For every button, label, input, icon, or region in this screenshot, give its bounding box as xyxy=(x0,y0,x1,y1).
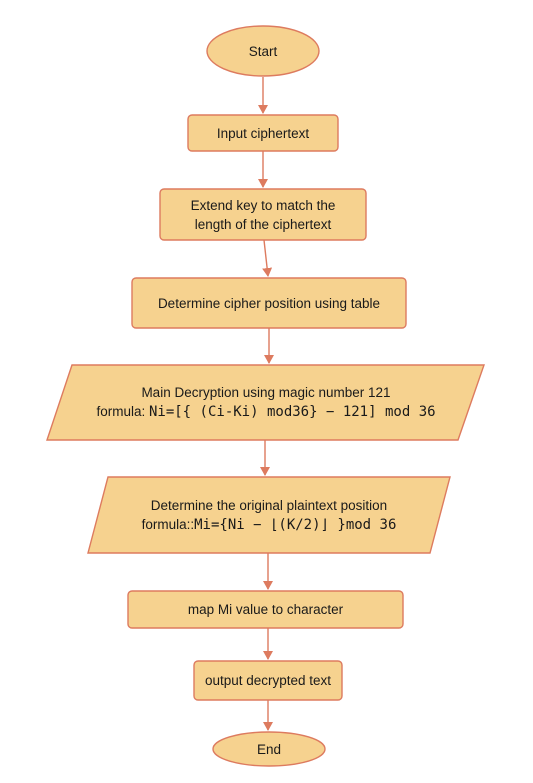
cipher-position-process xyxy=(131,277,407,329)
start-terminal xyxy=(206,25,320,77)
map-value-process xyxy=(127,590,404,629)
arrow-extend-to-position xyxy=(262,239,273,277)
output-decrypted-process xyxy=(193,660,343,701)
main-decryption-io xyxy=(46,364,485,441)
end-terminal xyxy=(212,731,326,767)
input-ciphertext-process xyxy=(187,114,339,152)
extend-key-process xyxy=(159,188,367,241)
plaintext-position-io xyxy=(87,476,451,554)
